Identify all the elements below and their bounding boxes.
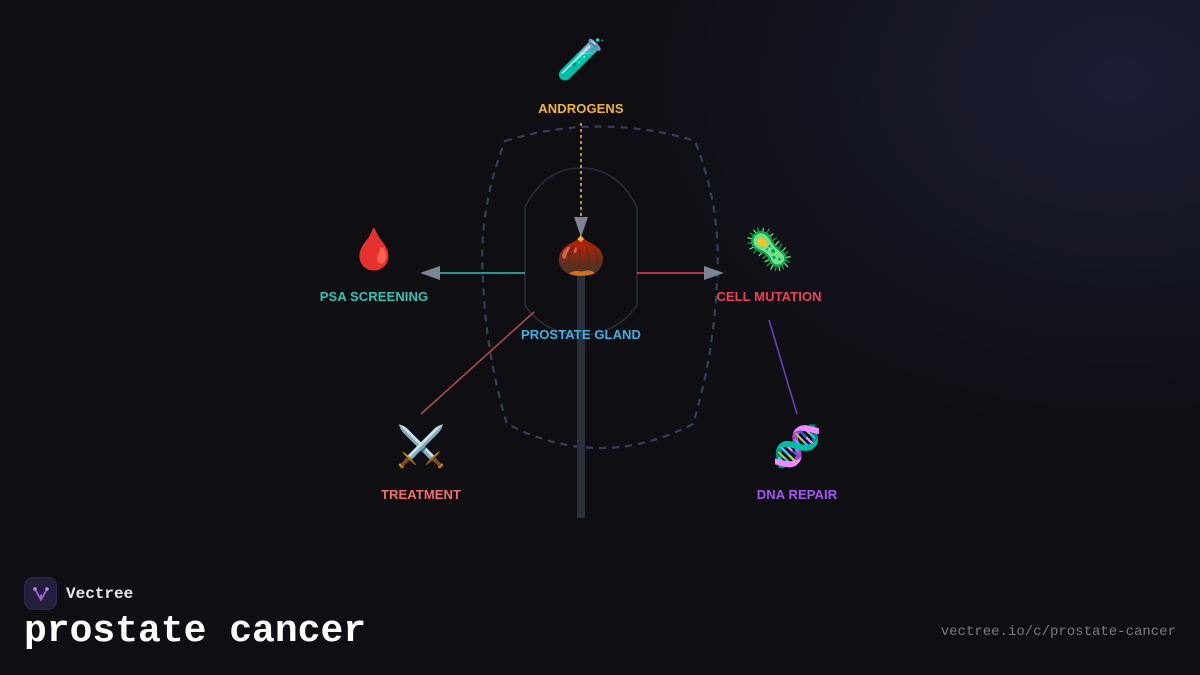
page-url[interactable]: vectree.io/c/prostate-cancer xyxy=(940,624,1176,640)
node-label-dna-repair[interactable]: DNA REPAIR xyxy=(756,487,838,502)
node-label-treatment[interactable]: TREATMENT xyxy=(380,487,462,502)
microbe-icon[interactable]: 🦠 xyxy=(744,227,794,272)
blood-drop-icon[interactable]: 🩸 xyxy=(349,227,399,272)
central-trunk xyxy=(577,255,585,518)
edge-mutation-dna xyxy=(768,319,798,415)
arrowhead-mutation xyxy=(704,266,724,280)
gland-outline xyxy=(524,167,638,337)
tree-fork-icon xyxy=(24,577,57,610)
chestnut-icon[interactable]: 🌰 xyxy=(556,233,606,278)
edge-prostate-treatment xyxy=(420,311,535,415)
node-label-androgens[interactable]: ANDROGENS xyxy=(538,101,624,116)
node-label-prostate-gland[interactable]: PROSTATE GLAND xyxy=(520,327,642,342)
tree-fork-icon-svg xyxy=(32,586,49,601)
page-title: prostate cancer xyxy=(24,610,367,653)
node-label-cell-mutation[interactable]: CELL MUTATION xyxy=(716,289,822,304)
arrowhead-psa xyxy=(420,266,440,280)
node-label-psa-screening[interactable]: PSA SCREENING xyxy=(319,289,429,304)
dna-icon[interactable]: 🧬 xyxy=(772,424,822,469)
arrowhead-androgens xyxy=(574,217,588,237)
crossed-swords-icon[interactable]: ⚔️ xyxy=(396,424,446,469)
brand[interactable]: Vectree xyxy=(24,577,133,610)
body-outline xyxy=(481,125,719,449)
brand-name: Vectree xyxy=(66,584,134,603)
test-tube-icon[interactable]: 🧪 xyxy=(556,37,606,82)
